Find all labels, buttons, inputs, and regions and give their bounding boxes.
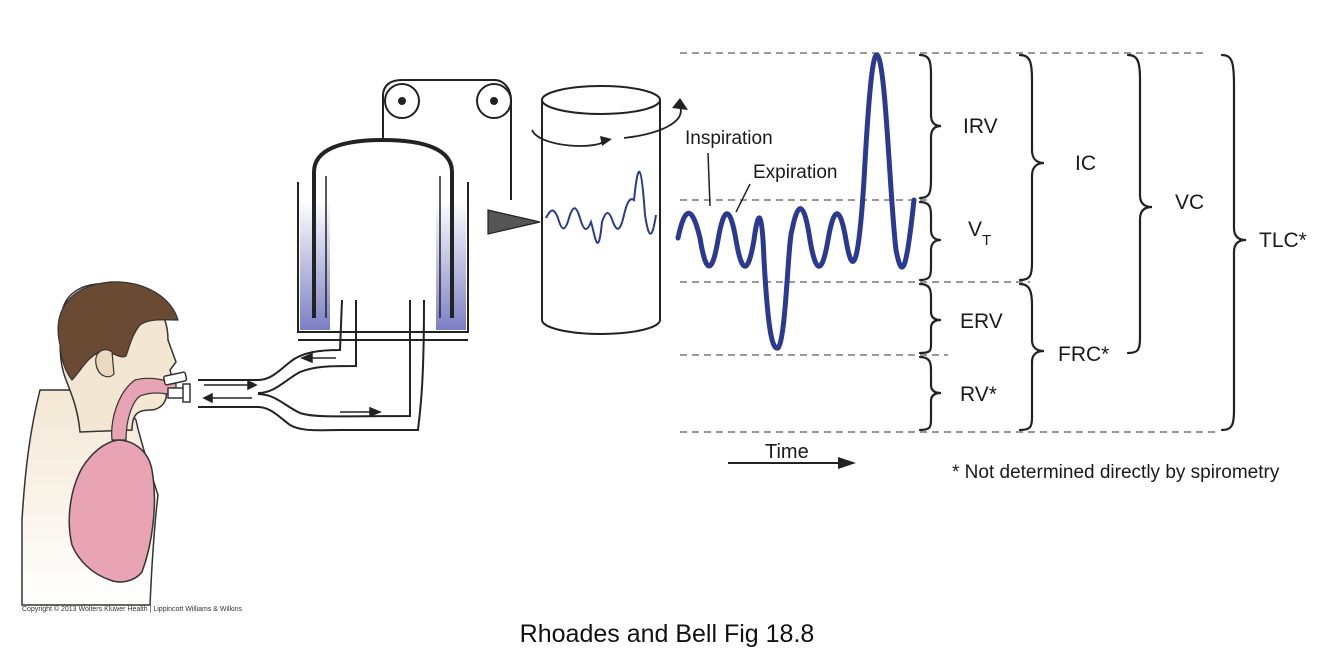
label-erv: ERV	[960, 310, 1003, 333]
label-tlc: TLC*	[1259, 229, 1307, 252]
label-ic: IC	[1075, 152, 1096, 175]
brace-ic	[1018, 53, 1045, 282]
volume-braces	[918, 53, 1247, 432]
brace-vt	[918, 200, 942, 282]
brace-frc	[1018, 282, 1045, 432]
person-hair	[57, 281, 179, 381]
spirometer	[297, 79, 541, 341]
person-illustration	[21, 281, 191, 606]
flow-arrows	[202, 352, 383, 418]
person-ear	[95, 349, 115, 378]
label-vt: VT	[968, 218, 991, 249]
volume-levels	[680, 52, 1218, 433]
rotation-arrow-icon	[672, 98, 688, 110]
recording-pen-icon	[487, 209, 541, 235]
brace-vc	[1126, 53, 1153, 355]
nose-clip-icon	[163, 371, 188, 386]
label-frc: FRC*	[1058, 343, 1109, 366]
drum-trace	[545, 170, 657, 244]
label-rv: RV*	[960, 383, 997, 406]
brace-erv	[918, 282, 942, 355]
label-vc: VC	[1175, 191, 1204, 214]
label-irv: IRV	[963, 115, 998, 138]
brace-tlc	[1220, 53, 1247, 432]
label-inspiration: Inspiration	[685, 128, 773, 149]
copyright-notice: Copyright © 2013 Wolters Kluwer Health |…	[22, 606, 243, 613]
spirometer-bell	[312, 137, 454, 318]
brace-rv	[918, 355, 942, 432]
spirogram-trace	[675, 52, 917, 351]
figure-caption: Rhoades and Bell Fig 18.8	[519, 620, 815, 648]
footnote: * Not determined directly by spirometry	[952, 462, 1280, 483]
label-time: Time	[765, 441, 809, 463]
kymograph-drum	[531, 85, 688, 335]
lung-icon	[68, 439, 156, 583]
breathing-tubes	[198, 299, 425, 432]
brace-irv	[918, 53, 942, 200]
label-expiration: Expiration	[753, 162, 838, 183]
